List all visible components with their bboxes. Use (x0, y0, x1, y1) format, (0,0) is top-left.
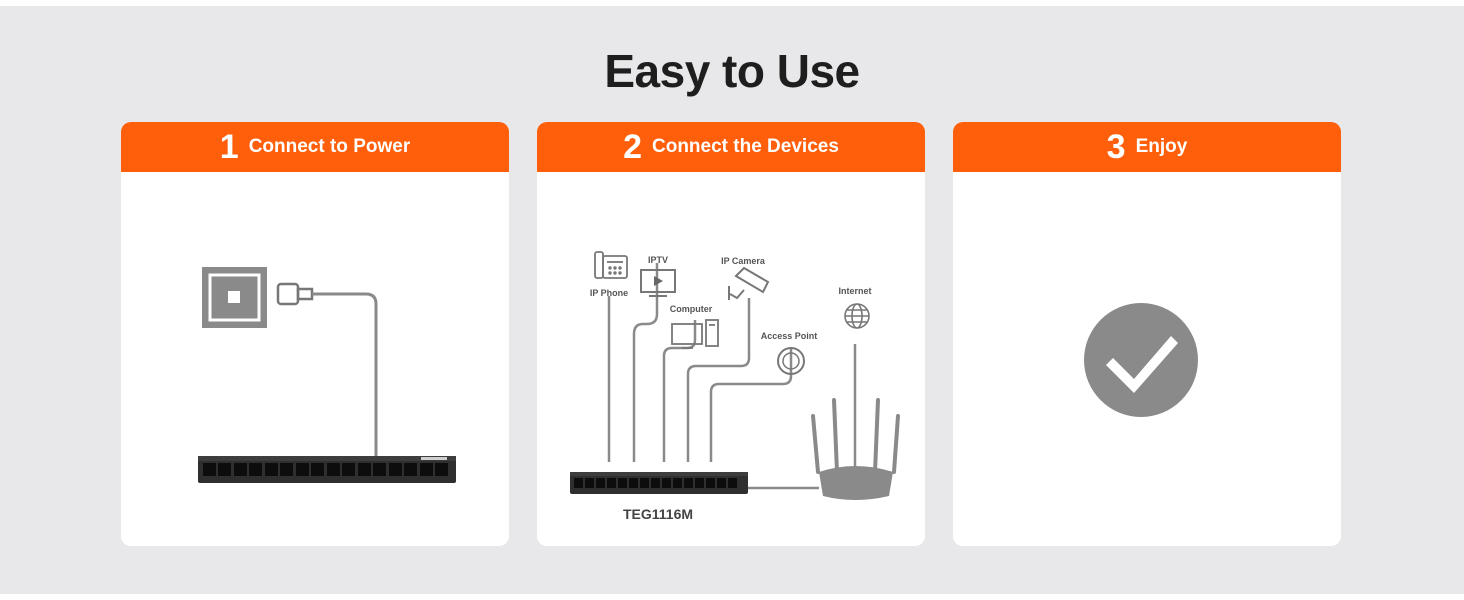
step-card-connect-power: 1 Connect to Power (121, 122, 509, 546)
network-switch-icon (198, 456, 456, 483)
step-number: 1 (219, 128, 239, 166)
access-point-icon (777, 347, 805, 375)
page-title: Easy to Use (604, 45, 860, 97)
step-illustration (953, 172, 1341, 546)
step-header: 2 Connect the Devices (537, 122, 925, 172)
step-header: 1 Connect to Power (121, 122, 509, 172)
page-background: Easy to Use 1 Connect to Power (0, 6, 1464, 594)
checkmark-icon (1084, 303, 1198, 417)
network-switch-icon (570, 472, 748, 494)
step-card-connect-devices: 2 Connect the Devices (537, 122, 925, 546)
power-outlet-icon (202, 267, 267, 328)
iptv-icon (640, 269, 676, 297)
cable-lines (607, 263, 857, 490)
access-point-label: Access Point (760, 331, 818, 341)
step-illustration (121, 172, 509, 546)
step-illustration: IP Phone IPTV Computer IP Camera Access … (537, 172, 925, 546)
step-label: Connect the Devices (652, 136, 839, 157)
step-header: 3 Enjoy (953, 122, 1341, 172)
step-card-enjoy: 3 Enjoy (953, 122, 1341, 546)
ip-phone-icon (594, 251, 628, 279)
ip-phone-label: IP Phone (589, 288, 629, 298)
step-label: Connect to Power (248, 136, 411, 157)
internet-label: Internet (838, 286, 872, 296)
step-number: 2 (623, 128, 642, 166)
iptv-label: IPTV (647, 255, 669, 265)
model-name: TEG1116M (622, 506, 694, 522)
router-icon (811, 398, 900, 500)
computer-label: Computer (669, 304, 713, 314)
ip-camera-label: IP Camera (721, 256, 765, 266)
power-plug-icon (276, 282, 378, 456)
step-number: 3 (1106, 128, 1126, 166)
computer-icon (671, 319, 719, 349)
ip-camera-icon (728, 266, 770, 300)
internet-globe-icon (844, 303, 870, 329)
step-label: Enjoy (1135, 136, 1188, 157)
